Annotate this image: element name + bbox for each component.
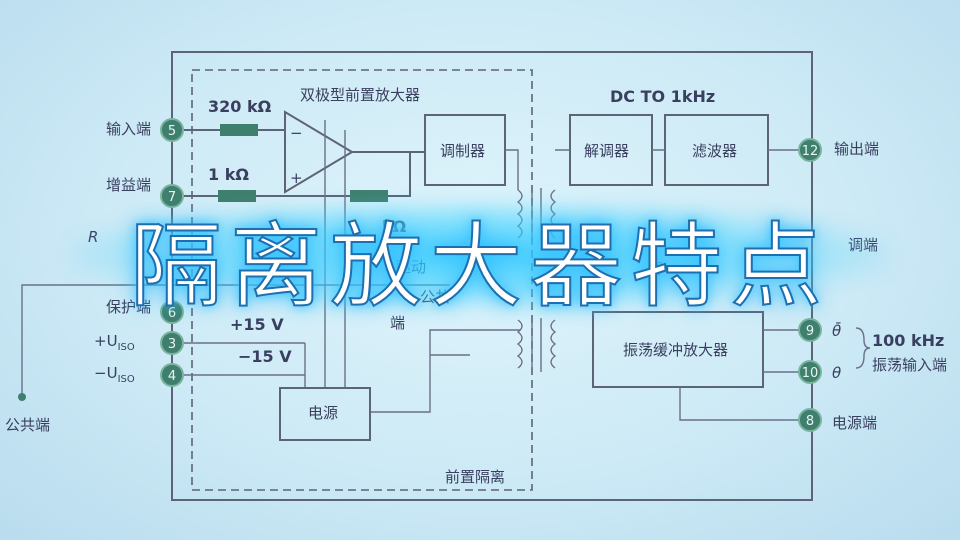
svg-text:8: 8	[806, 414, 814, 429]
output-label: 输出端	[834, 140, 879, 158]
svg-text:10: 10	[802, 366, 819, 381]
preamp-label: 双极型前置放大器	[300, 86, 420, 104]
pin-5: 5	[160, 118, 184, 142]
uiso-neg-label: −UISO	[94, 364, 135, 385]
power-terminal-label: 电源端	[832, 414, 877, 432]
power-box	[279, 387, 371, 441]
freq-label: DC TO 1kHz	[610, 87, 715, 106]
filter-label: 滤波器	[692, 142, 737, 160]
demodulator-label: 解调器	[584, 142, 629, 160]
osc-buffer-box	[592, 311, 764, 388]
svg-text:4: 4	[168, 369, 176, 384]
power-box-label: 电源	[308, 404, 338, 422]
m15-label: −15 V	[238, 347, 292, 366]
common-node	[18, 393, 26, 401]
svg-text:3: 3	[168, 337, 176, 352]
feedback-wire	[184, 152, 411, 197]
resistor-feedback	[350, 190, 388, 202]
opamp-plus: +	[290, 169, 303, 187]
svg-text:5: 5	[168, 124, 176, 139]
right-wires	[555, 149, 808, 421]
opamp-minus: −	[290, 124, 303, 142]
transformer-left-bottom	[516, 319, 523, 369]
osc-input-label: 振荡输入端	[872, 356, 947, 374]
theta-label: θ	[832, 364, 841, 382]
common-label: 公共端	[5, 416, 50, 434]
pin-9: 9	[798, 318, 822, 342]
brace	[855, 327, 871, 369]
pin-10: 10	[798, 360, 822, 384]
terminal-fragment: 端	[390, 314, 405, 332]
op-amp	[284, 110, 354, 194]
r320-label: 320 kΩ	[208, 97, 272, 116]
resistor-1k	[218, 190, 256, 202]
svg-text:6: 6	[168, 306, 176, 321]
transformer-right-bottom	[550, 319, 557, 369]
r1k-label: 1 kΩ	[208, 165, 249, 184]
uiso-pos-label: +UISO	[94, 332, 135, 353]
input-label: 输入端	[106, 120, 151, 138]
svg-text:7: 7	[168, 190, 176, 205]
pin-12: 12	[798, 138, 822, 162]
f100k-label: 100 kHz	[872, 331, 944, 350]
pin-4: 4	[160, 363, 184, 387]
power-wires	[370, 329, 520, 413]
front-iso-label: 前置隔离	[445, 468, 505, 486]
slide-title: 隔离放大器特点	[129, 212, 830, 321]
pin-3: 3	[160, 331, 184, 355]
p15-label: +15 V	[230, 315, 284, 334]
title-glow	[70, 200, 890, 310]
modulator-label: 调制器	[440, 142, 485, 160]
pin-8: 8	[798, 408, 822, 432]
svg-text:9: 9	[806, 324, 814, 339]
resistor-320k	[220, 124, 258, 136]
gain-label: 增益端	[106, 176, 151, 194]
osc-buffer-label: 振荡缓冲放大器	[623, 341, 728, 359]
svg-text:12: 12	[802, 144, 819, 159]
theta-bar-label: θ̄	[832, 321, 841, 340]
